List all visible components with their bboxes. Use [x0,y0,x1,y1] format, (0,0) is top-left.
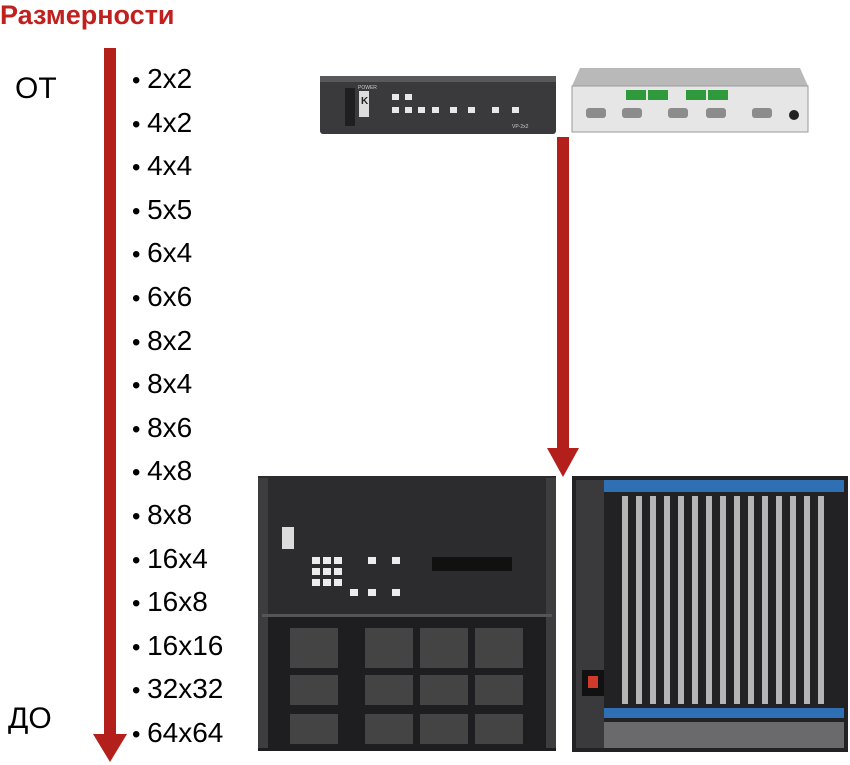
list-item: 16x16 [132,627,223,671]
list-item: 2x2 [132,60,223,104]
power-label: POWER [358,85,377,91]
small-switcher-front: K POWER VP-2x2 [320,76,556,134]
list-item: 6x4 [132,234,223,278]
list-item: 5x5 [132,191,223,235]
list-item: 4x4 [132,147,223,191]
list-item: 32x32 [132,670,223,714]
list-item: 8x8 [132,496,223,540]
model-label: VP-2x2 [512,124,529,130]
list-item: 8x6 [132,409,223,453]
list-item: 8x2 [132,322,223,366]
list-item: 8x4 [132,365,223,409]
list-item: 16x8 [132,583,223,627]
list-item: 4x8 [132,452,223,496]
range-to-label: ДО [8,702,52,735]
brand-logo-text: K [361,96,369,107]
page-title: Размерности [0,0,175,30]
connector-arrow [547,137,579,477]
scale-arrow [93,48,127,762]
large-matrix-rear [572,476,848,752]
small-switcher-rear [571,68,809,133]
large-matrix-front [258,476,556,751]
list-item: 64x64 [132,714,223,758]
range-from-label: ОТ [15,72,57,105]
list-item: 4x2 [132,104,223,148]
size-list: 2x2 4x2 4x4 5x5 6x4 6x6 8x2 8x4 8x6 4x8 … [132,60,223,758]
list-item: 16x4 [132,540,223,584]
list-item: 6x6 [132,278,223,322]
